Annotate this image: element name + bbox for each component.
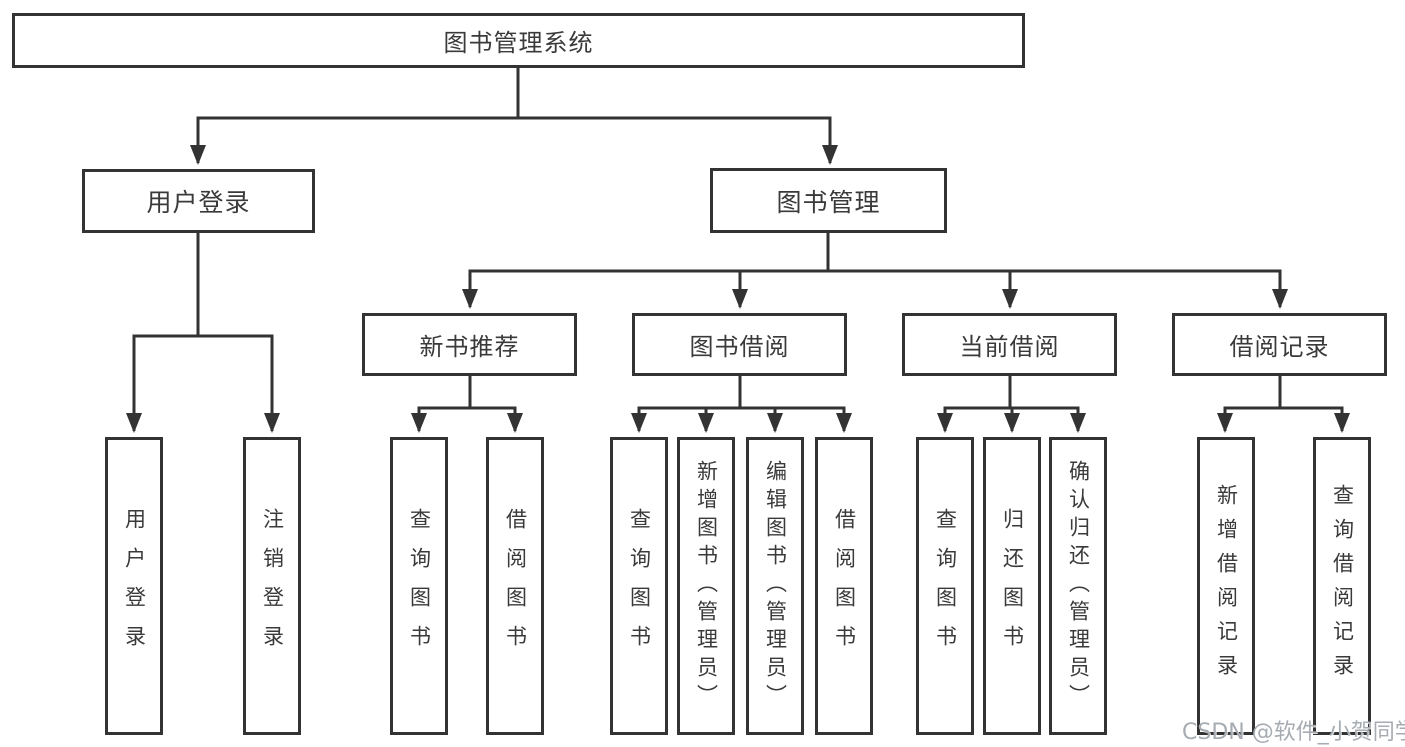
node-new-book-recommend: 新书推荐 <box>362 313 577 376</box>
leaf-query-book-borrowing: 查询图书 <box>610 437 668 735</box>
node-label: 新增借阅记录 <box>1214 484 1239 688</box>
node-label: 借阅记录 <box>1229 333 1330 361</box>
leaf-query-book-current: 查询图书 <box>916 437 974 735</box>
node-user-login: 用户登录 <box>82 169 315 233</box>
node-label: 图书管理系统 <box>443 29 594 57</box>
node-current-borrowing: 当前借阅 <box>902 313 1117 376</box>
node-label: 查询图书 <box>407 508 432 664</box>
node-label: 图书管理 <box>776 187 881 217</box>
leaf-query-borrow-record: 查询借阅记录 <box>1313 437 1371 735</box>
node-label: 借阅图书 <box>503 508 528 664</box>
leaf-add-book-admin: 新增图书（管理员） <box>677 437 735 735</box>
node-label: 借阅图书 <box>832 508 857 664</box>
csdn-watermark: CSDN @软件_小贺同学 <box>1182 720 1405 745</box>
node-book-borrowing: 图书借阅 <box>632 313 847 376</box>
node-label: 编辑图书（管理员） <box>763 460 788 712</box>
leaf-add-borrow-record: 新增借阅记录 <box>1197 437 1255 735</box>
node-label: 注销登录 <box>260 508 285 664</box>
node-label: 查询图书 <box>933 508 958 664</box>
node-label: 新增图书（管理员） <box>694 460 719 712</box>
node-borrowing-records: 借阅记录 <box>1172 313 1387 376</box>
node-label: 归还图书 <box>1000 508 1025 664</box>
leaf-confirm-return-admin: 确认归还（管理员） <box>1049 437 1107 735</box>
node-label: 确认归还（管理员） <box>1066 460 1091 712</box>
node-label: 查询图书 <box>627 508 652 664</box>
leaf-query-book-recommend: 查询图书 <box>390 437 448 735</box>
leaf-user-login: 用户登录 <box>105 437 163 735</box>
node-label: 新书推荐 <box>419 333 520 361</box>
node-label: 用户登录 <box>122 508 147 664</box>
leaf-edit-book-admin: 编辑图书（管理员） <box>746 437 804 735</box>
node-label: 图书借阅 <box>689 333 790 361</box>
node-label: 查询借阅记录 <box>1330 484 1355 688</box>
leaf-logout: 注销登录 <box>243 437 301 735</box>
node-library-management-system: 图书管理系统 <box>12 13 1025 68</box>
node-label: 当前借阅 <box>959 333 1060 361</box>
leaf-return-book: 归还图书 <box>983 437 1041 735</box>
leaf-borrow-book-recommend: 借阅图书 <box>486 437 544 735</box>
node-book-management: 图书管理 <box>710 168 947 233</box>
node-label: 用户登录 <box>146 188 251 217</box>
leaf-borrow-book-borrowing: 借阅图书 <box>815 437 873 735</box>
